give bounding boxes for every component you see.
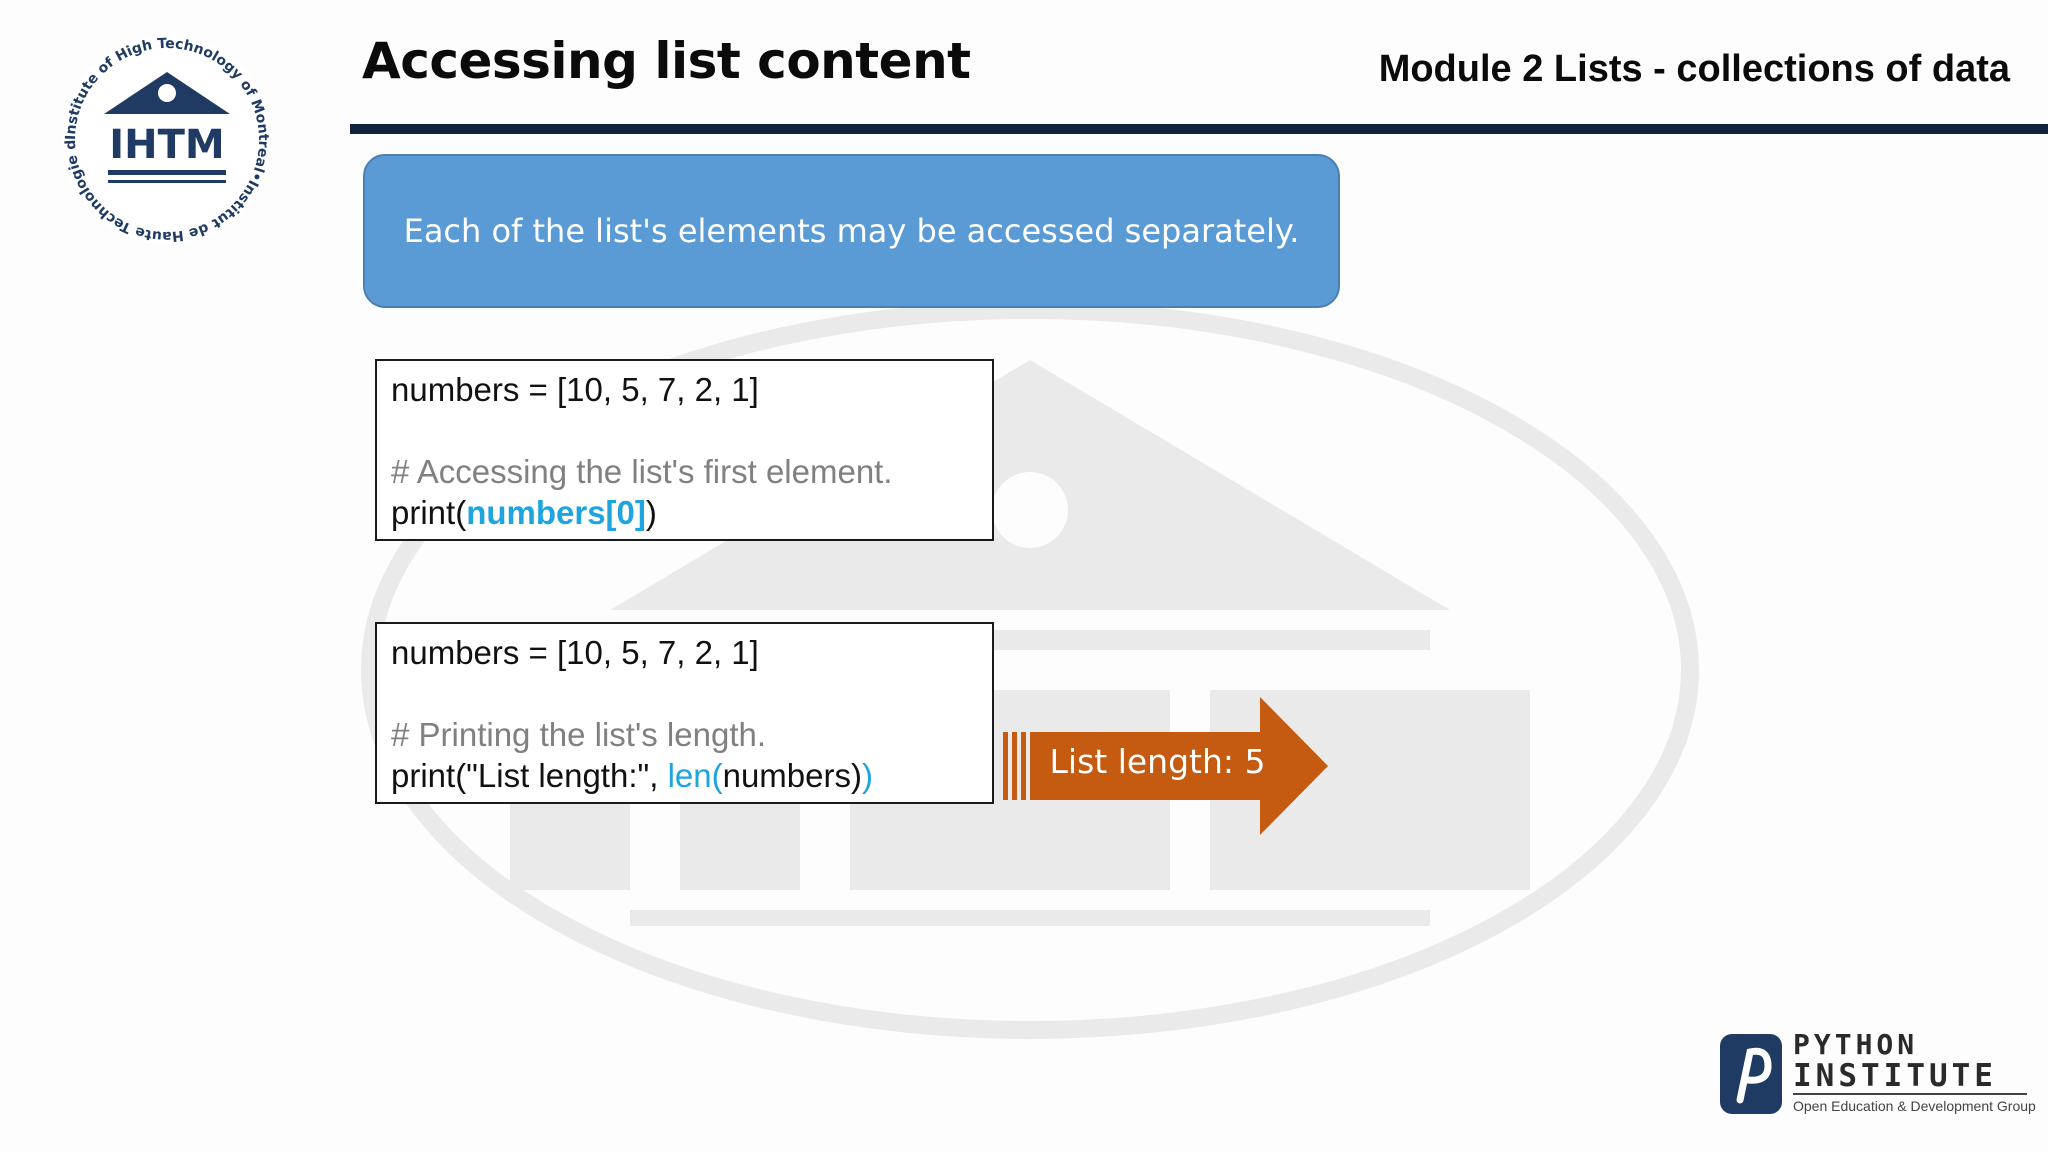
output-arrow-icon xyxy=(1003,697,1328,835)
code-len-arg: numbers) xyxy=(722,757,862,794)
title-divider xyxy=(350,124,2048,134)
code-close-paren: ) xyxy=(861,757,873,794)
page-title: Accessing list content xyxy=(362,32,971,90)
python-institute-line2: INSTITUTE xyxy=(1793,1058,1997,1094)
code-comment: # Printing the list's length. xyxy=(391,716,767,753)
code-line-print: print(numbers[0]) xyxy=(391,492,978,533)
ihtm-logo-icon: Institute of High Technology of Montreal… xyxy=(60,28,271,244)
python-institute-divider xyxy=(1793,1093,2027,1095)
module-title: Module 2 Lists - collections of data xyxy=(1378,48,2010,90)
code-highlight-index: numbers[0] xyxy=(466,494,646,531)
python-institute-line1: PYTHON xyxy=(1793,1028,1919,1061)
code-print-open: print("List length:", xyxy=(391,757,668,794)
code-print-close: ) xyxy=(645,494,657,531)
code-line-assign: numbers = [10, 5, 7, 2, 1] xyxy=(391,634,759,671)
code-print-open: print( xyxy=(391,494,467,531)
code-len-function: len( xyxy=(667,757,723,794)
callout-text: Each of the list's elements may be acces… xyxy=(403,212,1300,250)
code-box-access: numbers = [10, 5, 7, 2, 1] # Accessing t… xyxy=(375,359,994,541)
output-label: List length: 5 xyxy=(1049,742,1266,781)
callout-box: Each of the list's elements may be acces… xyxy=(363,154,1340,308)
code-box-length: numbers = [10, 5, 7, 2, 1] # Printing th… xyxy=(375,622,994,804)
python-institute-subtitle: Open Education & Development Group xyxy=(1793,1098,2036,1114)
logo-acronym: IHTM xyxy=(109,122,224,168)
code-comment: # Accessing the list's first element. xyxy=(391,453,893,490)
python-institute-logo-icon xyxy=(1720,1034,1782,1114)
code-line-assign: numbers = [10, 5, 7, 2, 1] xyxy=(391,371,759,408)
code-line-print: print("List length:", len(numbers)) xyxy=(391,755,978,796)
